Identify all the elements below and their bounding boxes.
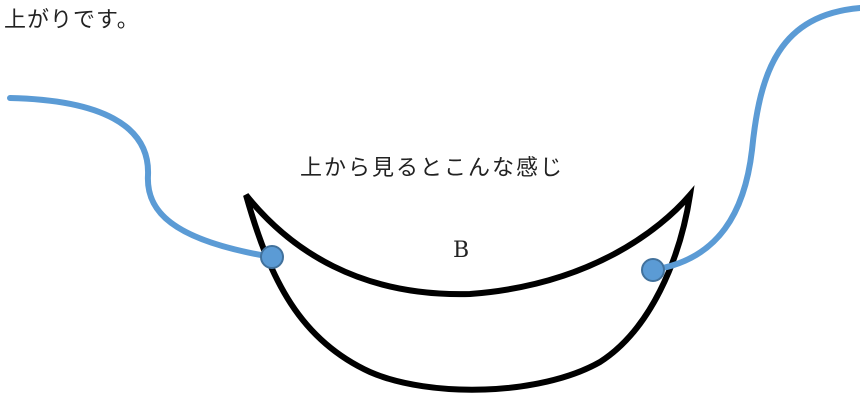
left-connection-node — [260, 245, 284, 269]
left-wire — [7, 95, 275, 260]
crescent-bowl-shape — [243, 185, 695, 393]
top-text: 上がりです。 — [4, 8, 140, 33]
right-connection-node — [641, 258, 665, 282]
diagram-caption: 上から見るとこんな感じ — [300, 156, 565, 181]
right-wire — [649, 5, 860, 273]
center-label: B — [453, 238, 470, 263]
